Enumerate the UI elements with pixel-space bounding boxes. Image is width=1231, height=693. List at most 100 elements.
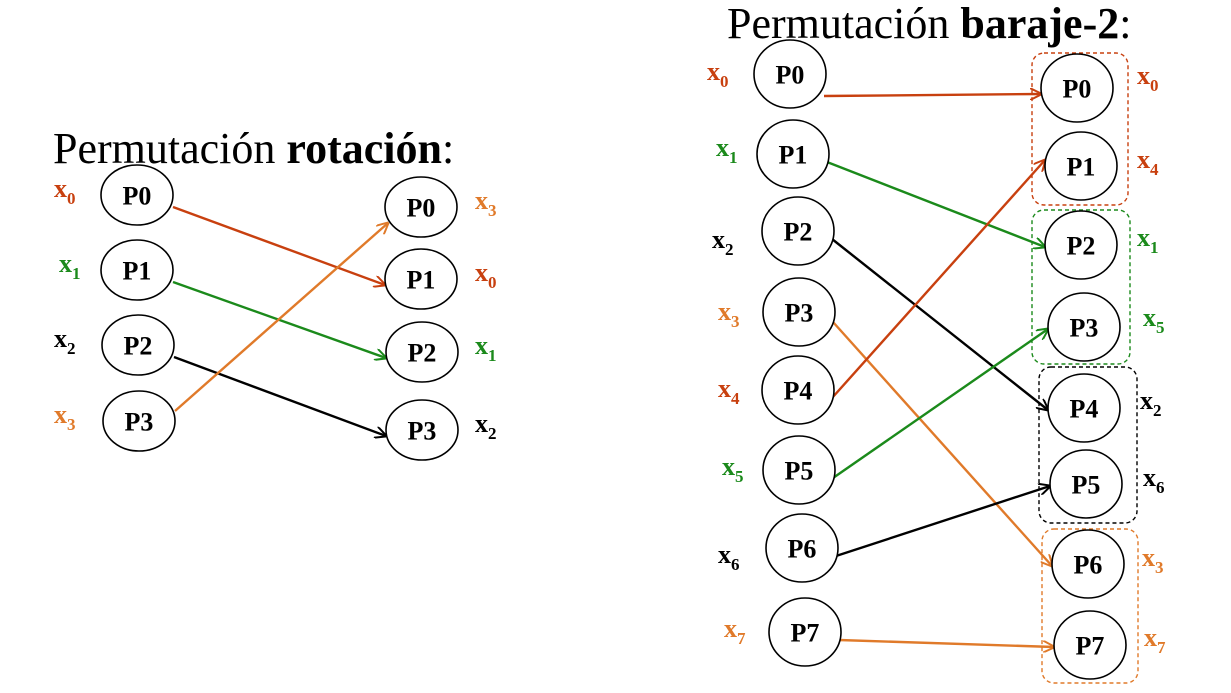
rotation-right-node-0-label: P0 <box>407 194 436 223</box>
shuffle-right-xlabel-1: x4 <box>1137 145 1159 179</box>
shuffle-left-node-5-circle <box>762 435 836 505</box>
shuffle-title-prefix: Permutación <box>727 0 960 48</box>
rotation-edge-2 <box>173 355 386 436</box>
rotation-left-xlabel-0: x0 <box>54 174 76 208</box>
shuffle-left-node-7: P7 <box>768 597 842 667</box>
shuffle-right-node-3-circle <box>1047 292 1121 362</box>
shuffle-left-node-1: P1 <box>756 119 830 189</box>
rotation-right-xlabel-2: x1 <box>475 331 497 365</box>
shuffle-left-node-0-circle <box>753 39 827 109</box>
rotation-right-node-0: P0 <box>384 176 458 238</box>
shuffle-left-xlabel-1: x1 <box>716 133 738 167</box>
shuffle-edge-6 <box>835 486 1050 558</box>
rotation-right-node-3-circle <box>385 399 459 461</box>
shuffle-left-xlabel-0: x0 <box>707 57 729 91</box>
rotation-right-node-1: P1 <box>384 248 458 310</box>
shuffle-right-node-5: P5 <box>1049 449 1123 519</box>
shuffle-right-node-2: P2 <box>1044 210 1118 280</box>
shuffle-right-xlabel-4: x2 <box>1140 386 1162 420</box>
rotation-left-node-3: P3 <box>102 390 176 452</box>
shuffle-edge-0 <box>823 94 1041 96</box>
shuffle-right-node-7: P7 <box>1053 610 1127 680</box>
rotation-left-node-3-circle <box>102 390 176 452</box>
shuffle-edge-3 <box>832 321 1052 566</box>
shuffle-right-node-7-label: P7 <box>1076 632 1105 661</box>
shuffle-group-2-3 <box>1031 209 1131 365</box>
rotation-right-node-1-label: P1 <box>407 266 436 295</box>
shuffle-left-xlabel-4: x4 <box>718 374 740 408</box>
shuffle-group-0-1 <box>1031 52 1129 206</box>
shuffle-left-node-6: P6 <box>765 513 839 583</box>
shuffle-group-6-7 <box>1041 528 1139 684</box>
shuffle-left-node-2: P2 <box>761 196 835 266</box>
shuffle-left-node-2-circle <box>761 196 835 266</box>
shuffle-title-bold: baraje-2 <box>960 0 1119 48</box>
rotation-edge-3 <box>174 223 388 412</box>
shuffle-right-xlabel-7: x7 <box>1144 623 1166 657</box>
shuffle-left-xlabel-7: x7 <box>724 614 746 648</box>
shuffle-left-node-5-label: P5 <box>785 457 814 486</box>
shuffle-left-node-3: P3 <box>762 277 836 347</box>
rotation-right-xlabel-0: x3 <box>475 186 497 220</box>
shuffle-right-node-4-circle <box>1047 373 1121 443</box>
shuffle-left-node-0: P0 <box>753 39 827 109</box>
shuffle-right-node-0: P0 <box>1040 53 1114 123</box>
rotation-left-node-1-circle <box>100 239 174 301</box>
shuffle-left-node-6-circle <box>765 513 839 583</box>
shuffle-right-xlabel-3: x5 <box>1143 303 1165 337</box>
shuffle-right-xlabel-2: x1 <box>1137 223 1159 257</box>
rotation-left-node-0: P0 <box>100 164 174 226</box>
shuffle-group-4-5 <box>1038 366 1138 524</box>
rotation-right-xlabel-1: x0 <box>475 258 497 292</box>
shuffle-left-node-1-label: P1 <box>779 141 808 170</box>
rotation-right-node-1-circle <box>384 248 458 310</box>
shuffle-edge-5 <box>832 329 1048 479</box>
shuffle-left-node-6-label: P6 <box>788 535 817 564</box>
shuffle-left-node-0-label: P0 <box>776 61 805 90</box>
shuffle-left-node-7-circle <box>768 597 842 667</box>
shuffle-right-node-1: P1 <box>1044 131 1118 201</box>
rotation-right-node-0-circle <box>384 176 458 238</box>
rotation-left-node-1: P1 <box>100 239 174 301</box>
shuffle-left-node-4: P4 <box>761 355 835 425</box>
shuffle-left-xlabel-2: x2 <box>712 225 734 259</box>
shuffle-left-node-7-label: P7 <box>791 619 820 648</box>
shuffle-right-node-0-label: P0 <box>1063 75 1092 104</box>
rotation-right-xlabel-3: x2 <box>475 409 497 443</box>
shuffle-right-node-5-label: P5 <box>1072 471 1101 500</box>
rotation-left-xlabel-3: x3 <box>54 400 76 434</box>
shuffle-right-node-3: P3 <box>1047 292 1121 362</box>
shuffle-right-node-2-circle <box>1044 210 1118 280</box>
rotation-title-suffix: : <box>442 124 454 173</box>
shuffle-right-node-1-circle <box>1044 131 1118 201</box>
shuffle-right-node-6-label: P6 <box>1074 551 1103 580</box>
shuffle-right-node-3-label: P3 <box>1070 314 1099 343</box>
shuffle-right-node-0-circle <box>1040 53 1114 123</box>
shuffle-right-node-2-label: P2 <box>1067 232 1096 261</box>
rotation-right-node-3: P3 <box>385 399 459 461</box>
rotation-left-node-2-label: P2 <box>124 332 153 361</box>
shuffle-edge-1 <box>826 160 1045 247</box>
shuffle-left-node-4-circle <box>761 355 835 425</box>
shuffle-right-node-1-label: P1 <box>1067 153 1096 182</box>
rotation-right-node-2-circle <box>385 321 459 383</box>
shuffle-title-suffix: : <box>1119 0 1131 48</box>
rotation-right-node-2-label: P2 <box>408 339 437 368</box>
shuffle-right-node-4-label: P4 <box>1070 395 1099 424</box>
rotation-title-prefix: Permutación <box>53 124 286 173</box>
rotation-title-bold: rotación <box>286 124 442 173</box>
shuffle-left-node-5: P5 <box>762 435 836 505</box>
rotation-left-node-0-circle <box>100 164 174 226</box>
shuffle-left-xlabel-6: x6 <box>718 540 740 574</box>
rotation-left-xlabel-1: x1 <box>59 249 81 283</box>
shuffle-left-node-4-label: P4 <box>784 377 813 406</box>
shuffle-left-xlabel-3: x3 <box>718 297 740 331</box>
rotation-left-xlabel-2: x2 <box>54 324 76 358</box>
shuffle-left-node-1-circle <box>756 119 830 189</box>
rotation-right-node-2: P2 <box>385 321 459 383</box>
shuffle-right-xlabel-5: x6 <box>1143 463 1165 497</box>
shuffle-left-xlabel-5: x5 <box>722 452 744 486</box>
